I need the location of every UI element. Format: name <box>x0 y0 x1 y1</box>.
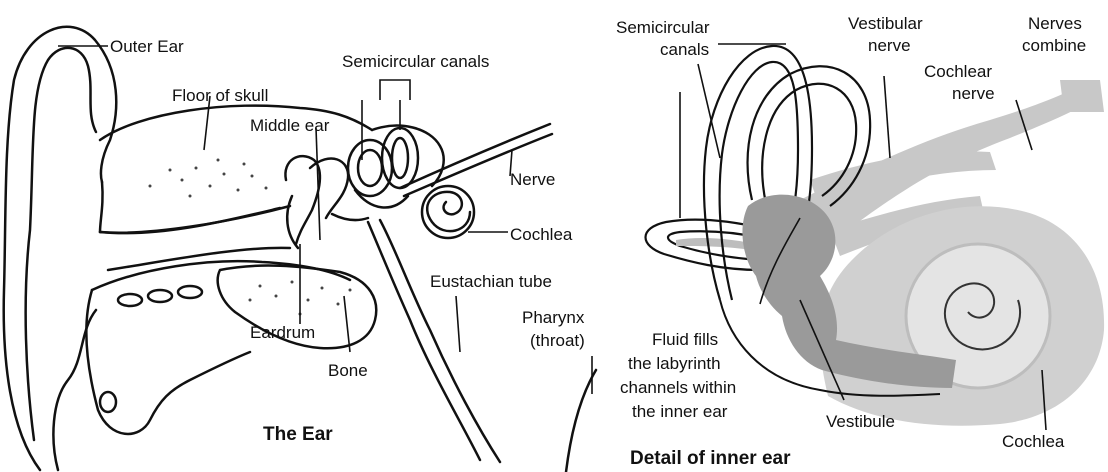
pinna-lobe <box>53 310 96 470</box>
label-pharynx: Pharynx <box>522 308 584 327</box>
label-middle-ear: Middle ear <box>250 116 329 135</box>
eustachian-tube <box>368 222 480 460</box>
label-cochlea-left: Cochlea <box>510 225 572 244</box>
label-vestibule: Vestibule <box>826 412 895 431</box>
label-bone: Bone <box>328 361 368 380</box>
ear-canal-top <box>100 206 290 233</box>
label-eustachian-tube: Eustachian tube <box>430 272 552 291</box>
label-nerves-combine-1: Nerves <box>1028 14 1082 33</box>
label-vestibular-nerve-1: Vestibular <box>848 14 923 33</box>
label-semicircular-canals: Semicircular canals <box>342 52 489 71</box>
label-cochlea-right: Cochlea <box>1002 432 1064 451</box>
semicircular-canal-a <box>348 140 392 196</box>
label-outer-ear: Outer Ear <box>110 37 184 56</box>
label-fluid-3: channels within <box>620 378 736 397</box>
caption-detail-inner-ear: Detail of inner ear <box>630 448 791 470</box>
pinna-inner-fold <box>26 48 96 440</box>
skull-floor-outline <box>100 106 372 140</box>
label-floor-of-skull: Floor of skull <box>172 86 268 105</box>
ossicle-stirrup <box>332 214 368 220</box>
label-fluid-1: Fluid fills <box>652 330 718 349</box>
label-cochlear-nerve-1: Cochlear <box>924 62 992 81</box>
label-nerves-combine-2: combine <box>1022 36 1086 55</box>
label-vestibular-nerve-2: nerve <box>868 36 911 55</box>
ossicle-anvil <box>310 159 348 218</box>
label-eardrum: Eardrum <box>250 323 315 342</box>
label-fluid-4: the inner ear <box>632 402 727 421</box>
label-pharynx-throat: (throat) <box>530 331 585 350</box>
label-nerve: Nerve <box>510 170 555 189</box>
skull-floor-lower <box>100 208 280 233</box>
label-semicircular-r1: Semicircular <box>616 18 710 37</box>
caption-the-ear: The Ear <box>263 424 333 446</box>
label-cochlear-nerve-2: nerve <box>952 84 995 103</box>
left-leader-lines <box>58 46 592 394</box>
label-semicircular-r2: canals <box>660 40 709 59</box>
cochlea-spiral <box>427 192 470 231</box>
label-fluid-2: the labyrinth <box>628 354 721 373</box>
